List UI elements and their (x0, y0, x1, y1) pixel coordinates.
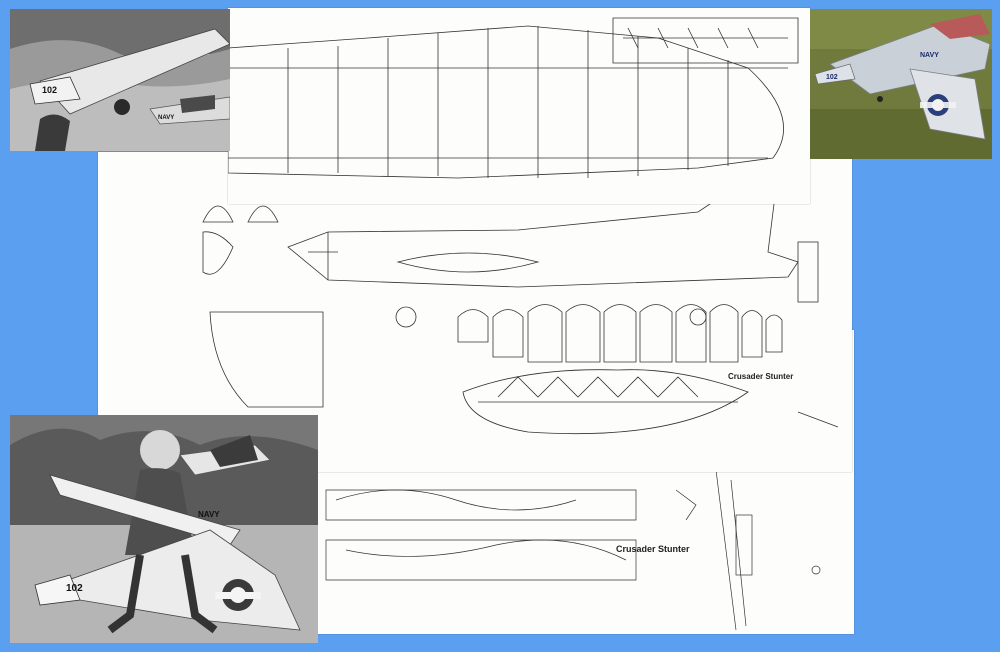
plan-title-middle: Crusader Stunter (728, 372, 793, 381)
grass-photo-service: NAVY (920, 52, 939, 59)
modeler-photo-number: 102 (66, 583, 83, 594)
photo-modeler-with-plane: 102 NAVY (10, 415, 318, 643)
plan-title-lower: Crusader Stunter (616, 544, 690, 554)
plan-sheet-top (228, 8, 810, 204)
top-plan-drawing (228, 17, 799, 179)
middle-plan-drawing: Crusader Stunter (202, 171, 839, 435)
flight-photo-number: 102 (42, 85, 57, 95)
modeler-photo-image: 102 NAVY (10, 415, 318, 643)
flight-photo-service: NAVY (158, 115, 174, 121)
photo-model-on-grass: 102 NAVY (810, 9, 992, 159)
flight-photo-image: 102 NAVY (10, 9, 230, 151)
photo-plane-in-flight: 102 NAVY (10, 9, 230, 151)
grass-photo-image: 102 NAVY (810, 9, 992, 159)
modeler-photo-service: NAVY (198, 510, 220, 519)
grass-photo-number: 102 (826, 74, 838, 81)
